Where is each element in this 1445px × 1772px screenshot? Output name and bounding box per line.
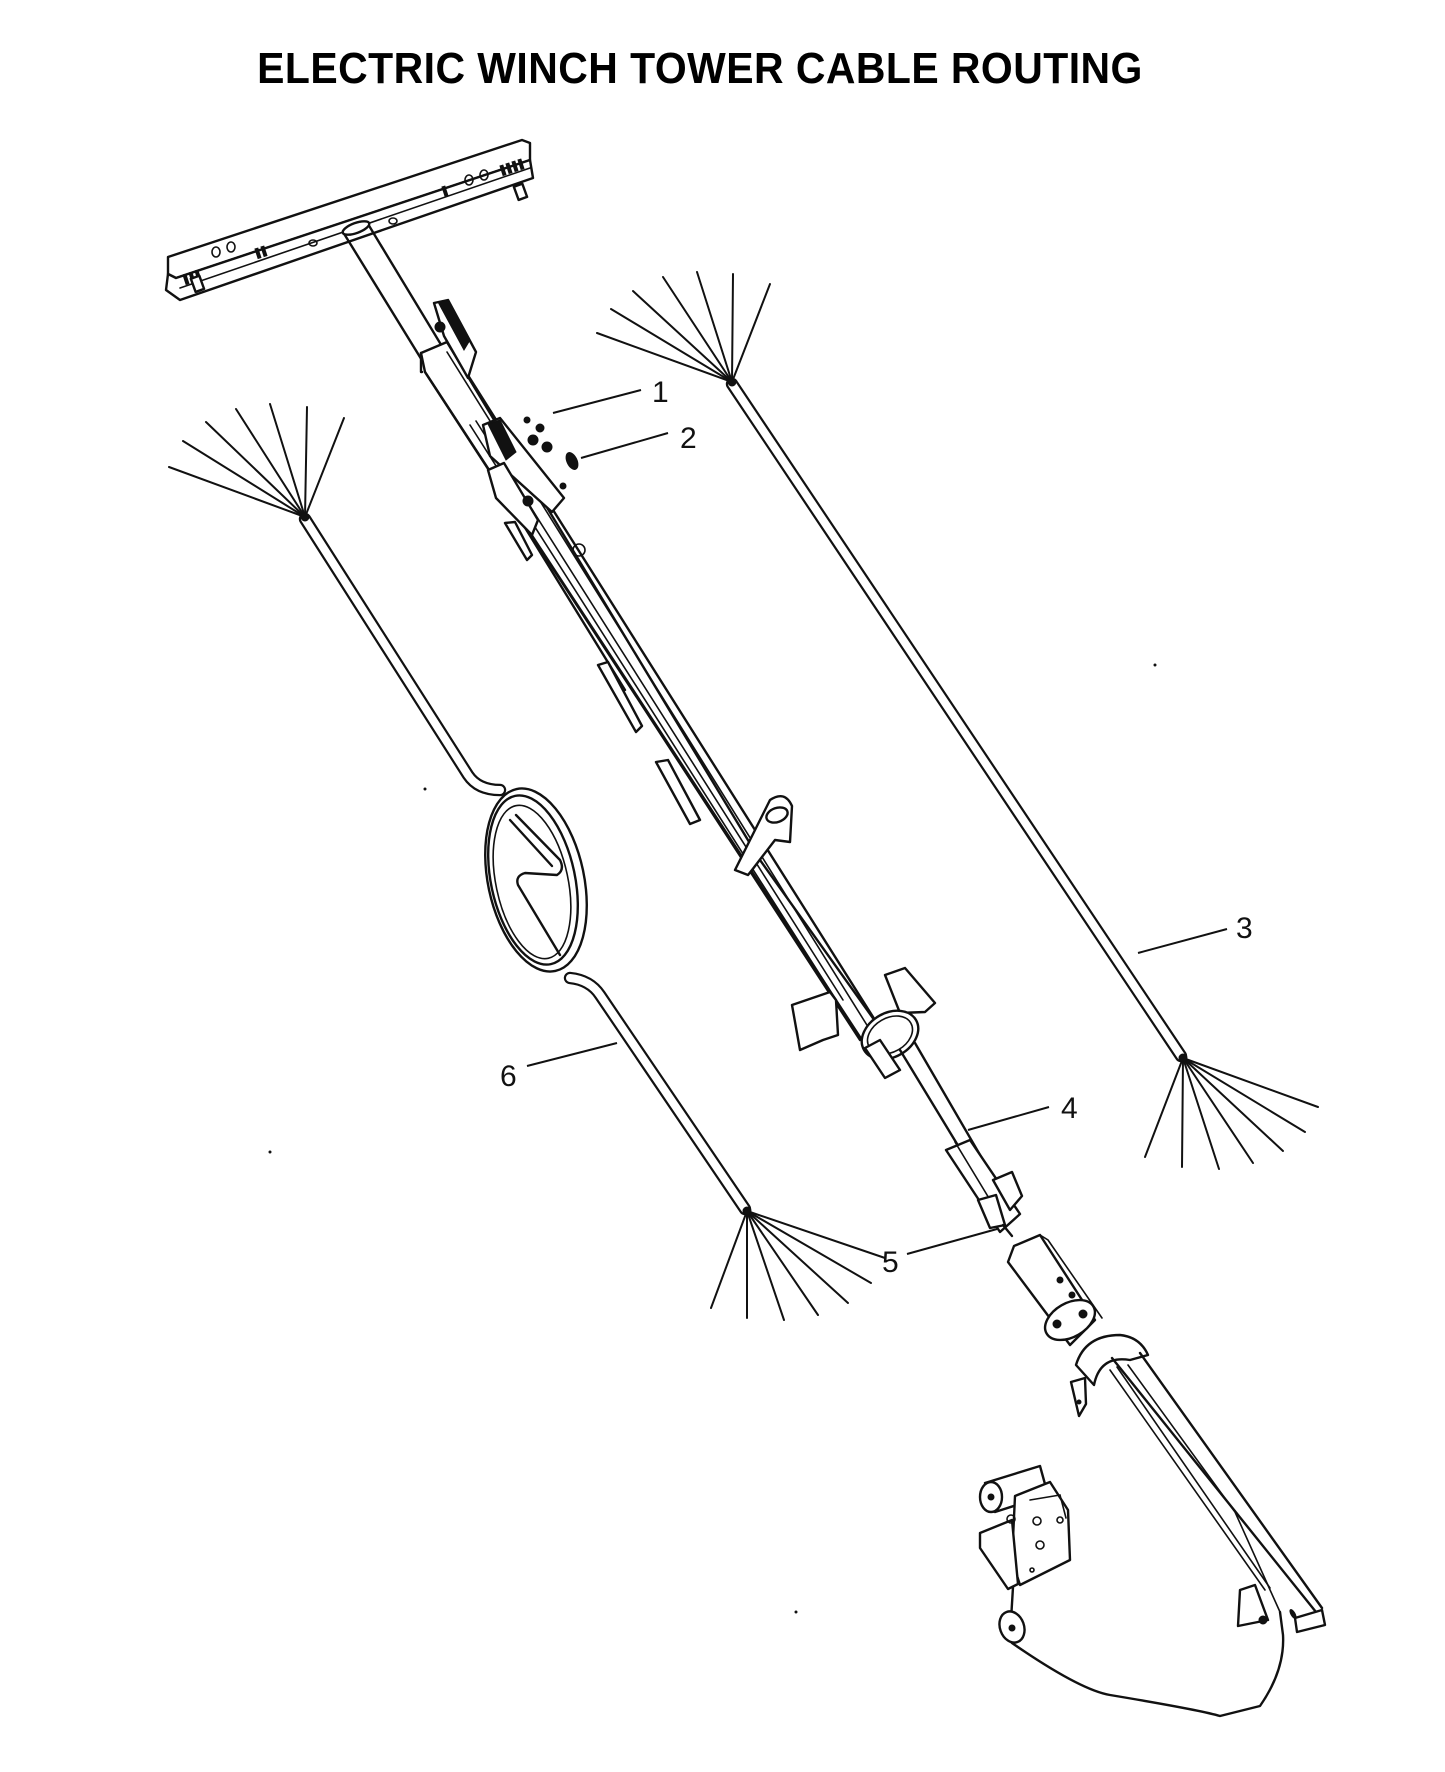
callout-number: 3 [1236, 912, 1253, 945]
callouts-layer: 12 3 4 5 6 [500, 376, 1253, 1279]
fan-lower-right [1144, 1053, 1319, 1170]
tower-mast [341, 220, 1014, 1220]
leader-line [1137, 928, 1228, 954]
winch-unit [978, 1464, 1072, 1644]
fan-upper-left [168, 403, 345, 522]
bottom-clamp [1069, 1333, 1150, 1418]
winch-cable-inner [1127, 1364, 1281, 1613]
callout-number: 6 [500, 1060, 517, 1093]
callout-number: 2 [680, 422, 697, 455]
fan-lower-left [710, 1206, 886, 1321]
leader-line [906, 1228, 998, 1255]
diagram-title: ELECTRIC WINCH TOWER CABLE ROUTING [257, 44, 1143, 93]
collar-ring [860, 1009, 920, 1080]
callout-2: 2 [580, 422, 697, 459]
callout-4: 4 [967, 1092, 1078, 1131]
junction-block [1006, 1233, 1103, 1347]
callout-6: 6 [500, 1042, 618, 1093]
leader-line [967, 1106, 1050, 1131]
callout-number: 4 [1061, 1092, 1078, 1125]
fan-upper-right [596, 271, 771, 387]
leader-line [580, 432, 669, 459]
callout-number: 1 [652, 376, 669, 409]
cable-fans-layer [168, 271, 1319, 1321]
leader-line [526, 1042, 618, 1067]
winch-cable [1010, 1610, 1285, 1718]
callout-1: 1 [552, 376, 669, 414]
callout-3: 3 [1137, 912, 1253, 954]
bottom-rail [1109, 1351, 1327, 1634]
leader-line [552, 389, 642, 414]
tower-crossbar [164, 138, 535, 302]
cable-6 [298, 512, 752, 1216]
connector-housing [944, 1138, 1024, 1238]
callout-5: 5 [882, 1228, 998, 1279]
callout-number: 5 [882, 1246, 899, 1279]
cables-layer [298, 377, 1188, 1216]
cable-3 [725, 377, 1188, 1063]
lifting-eye-bracket [733, 794, 794, 877]
cable-coil [484, 787, 588, 973]
handle-bracket [790, 966, 937, 1052]
